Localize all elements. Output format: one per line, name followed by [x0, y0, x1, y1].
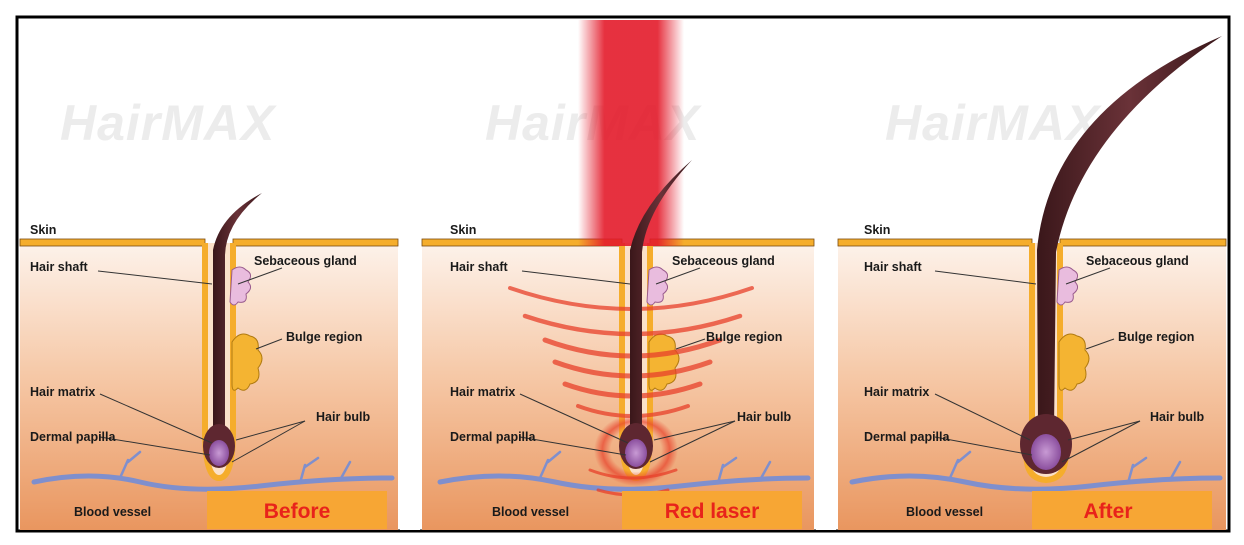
- capillaries: [118, 450, 352, 485]
- label-dermal-papilla: Dermal papilla: [30, 430, 116, 444]
- label-blood-vessel: Blood vessel: [74, 505, 151, 519]
- label-hair-shaft: Hair shaft: [450, 260, 508, 274]
- stage-box-after: [1032, 491, 1212, 529]
- label-skin: Skin: [450, 223, 476, 237]
- label-sebaceous-gland: Sebaceous gland: [1086, 254, 1189, 268]
- label-skin: Skin: [864, 223, 890, 237]
- hair-shaft: [1037, 36, 1222, 430]
- dermal-papilla: [625, 439, 647, 467]
- stage-label-red-laser: Red laser: [665, 500, 760, 523]
- panel-before: HairMAX Skin Hair shaft Sebaceous gland …: [19, 95, 399, 530]
- panel-after: HairMAX Skin Hair shaft Sebaceous gland …: [837, 36, 1227, 530]
- label-hair-bulb: Hair bulb: [737, 410, 792, 424]
- label-hair-matrix: Hair matrix: [450, 385, 515, 399]
- blood-vessel: [31, 473, 395, 492]
- red-laser-beam: [578, 20, 684, 246]
- label-bulge-region: Bulge region: [706, 330, 782, 344]
- skin-surface-left: [19, 238, 206, 247]
- hair-shaft: [630, 160, 692, 435]
- panel-red-laser: HairMAX: [421, 20, 815, 530]
- label-dermal-papilla: Dermal papilla: [450, 430, 536, 444]
- skin-surface-right: [1059, 238, 1227, 247]
- label-bulge-region: Bulge region: [286, 330, 362, 344]
- sebaceous-gland: [1056, 266, 1079, 306]
- stage-label-before: Before: [264, 500, 331, 523]
- sebaceous-gland: [229, 266, 252, 306]
- leader-lines: [519, 267, 736, 463]
- label-dermal-papilla: Dermal papilla: [864, 430, 950, 444]
- dermal-papilla: [209, 440, 229, 466]
- label-hair-shaft: Hair shaft: [30, 260, 88, 274]
- hair-shaft: [213, 193, 262, 435]
- watermark-logo: HairMAX: [60, 95, 277, 151]
- bulge-region: [1058, 333, 1090, 391]
- stage-label-after: After: [1083, 500, 1132, 523]
- sebaceous-gland: [646, 266, 669, 306]
- label-hair-bulb: Hair bulb: [316, 410, 371, 424]
- leader-lines: [934, 267, 1141, 463]
- label-hair-matrix: Hair matrix: [864, 385, 929, 399]
- label-hair-shaft: Hair shaft: [864, 260, 922, 274]
- label-sebaceous-gland: Sebaceous gland: [254, 254, 357, 268]
- label-blood-vessel: Blood vessel: [492, 505, 569, 519]
- label-bulge-region: Bulge region: [1118, 330, 1194, 344]
- bulge-region: [231, 333, 263, 391]
- label-skin: Skin: [30, 223, 56, 237]
- label-hair-matrix: Hair matrix: [30, 385, 95, 399]
- blood-vessel: [849, 473, 1223, 492]
- skin-surface-right: [232, 238, 399, 247]
- label-blood-vessel: Blood vessel: [906, 505, 983, 519]
- leader-lines: [97, 267, 306, 463]
- skin-surface-left: [837, 238, 1033, 247]
- watermark-logo: HairMAX: [885, 95, 1102, 151]
- capillaries: [948, 450, 1182, 485]
- capillaries: [538, 450, 772, 485]
- label-hair-bulb: Hair bulb: [1150, 410, 1205, 424]
- blood-vessel: [437, 473, 811, 492]
- stage-box-before: [207, 491, 387, 529]
- stage-box-red-laser: [622, 491, 802, 529]
- dermal-papilla: [1031, 434, 1061, 470]
- label-sebaceous-gland: Sebaceous gland: [672, 254, 775, 268]
